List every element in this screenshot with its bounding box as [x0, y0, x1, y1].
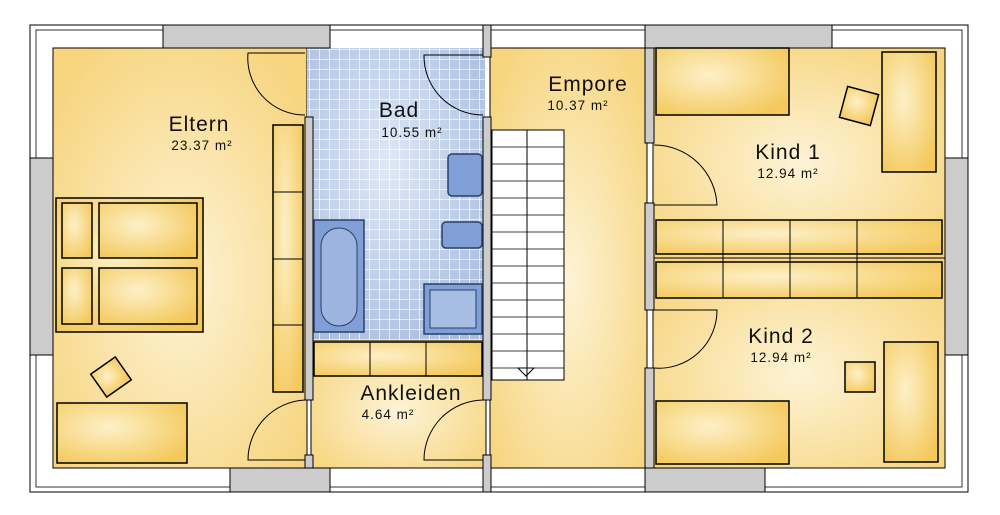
wall-bad-empore-top: [482, 24, 492, 58]
wall-bad-empore: [482, 116, 492, 401]
wall-right: [944, 157, 969, 356]
door-ankleiden-empore[interactable]: [423, 399, 484, 461]
bed-eltern: [55, 197, 204, 333]
door-kind2[interactable]: [653, 309, 718, 369]
room-label-bad: Bad: [379, 99, 419, 122]
room-label-ankleiden: Ankleiden: [360, 382, 461, 405]
staircase[interactable]: [491, 129, 565, 381]
wall-empore-kind-mid: [644, 202, 655, 311]
sink: [447, 153, 483, 197]
room-area-kind1: 12.94 m²: [757, 166, 818, 181]
wall-ankleiden-empore: [482, 454, 492, 493]
wardrobe-kind1: [655, 219, 943, 255]
chair-kind1: [838, 85, 880, 127]
wall-eltern-ankleiden: [304, 454, 314, 469]
wall-left: [29, 157, 54, 356]
door-kind1[interactable]: [653, 144, 718, 206]
room-area-kind2: 12.94 m²: [750, 350, 811, 365]
bed-kind2: [655, 400, 790, 465]
room-label-empore: Empore: [548, 73, 628, 96]
chair-kind2: [844, 361, 876, 393]
wall-eltern-bad: [304, 116, 314, 401]
bed-kind1: [655, 47, 790, 116]
wall-empore-kind-bottom: [644, 367, 655, 469]
room-area-empore: 10.37 m²: [547, 98, 608, 113]
door-bad[interactable]: [423, 54, 484, 116]
room-area-eltern: 23.37 m²: [171, 138, 232, 153]
desk-kind2: [883, 341, 939, 463]
wall-top-left: [162, 24, 331, 49]
wardrobe-kind2: [655, 261, 943, 299]
toilet: [441, 221, 483, 249]
room-empore: [489, 47, 648, 469]
desk-eltern: [56, 402, 188, 464]
room-label-kind2: Kind 2: [748, 325, 814, 348]
wardrobe-ankleiden: [313, 341, 483, 377]
room-area-bad: 10.55 m²: [381, 125, 442, 140]
wall-top-right: [644, 24, 833, 49]
door-eltern[interactable]: [247, 52, 306, 116]
desk-kind1: [881, 51, 937, 173]
door-ankleiden[interactable]: [247, 399, 306, 461]
wall-empore-kind-top: [644, 47, 655, 144]
chair-eltern: [89, 355, 133, 399]
wall-bottom-right: [644, 467, 766, 493]
room-label-kind1: Kind 1: [755, 141, 821, 164]
room-area-ankleiden: 4.64 m²: [362, 407, 415, 422]
room-label-eltern: Eltern: [169, 113, 230, 136]
wall-bottom-left: [229, 467, 331, 493]
